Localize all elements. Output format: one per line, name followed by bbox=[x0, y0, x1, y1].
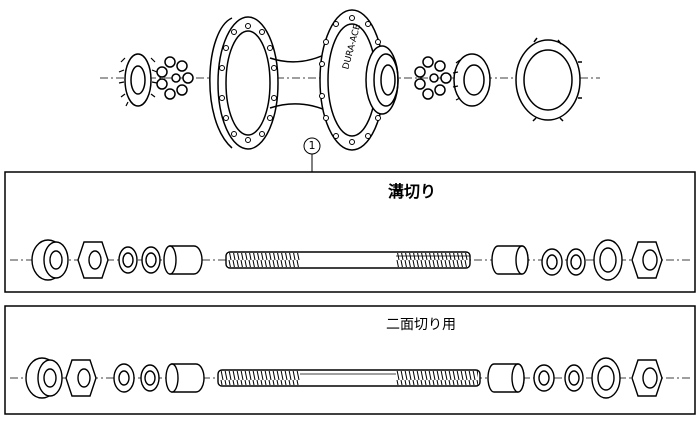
axle-2-icon bbox=[217, 369, 481, 387]
p2-locknut-right-icon bbox=[591, 357, 621, 399]
p1-nut-left-icon bbox=[77, 241, 109, 279]
p1-washer-4-icon bbox=[566, 248, 586, 276]
p1-cone-left-icon bbox=[163, 245, 203, 275]
p1-nut-right-icon bbox=[631, 241, 663, 279]
panel-2-label: 二面切り用 bbox=[386, 317, 456, 333]
p1-washer-2-icon bbox=[141, 246, 161, 274]
p2-nut-left-icon bbox=[65, 359, 97, 397]
callout-number: 1 bbox=[308, 139, 316, 152]
p1-washer-1-icon bbox=[118, 246, 138, 274]
p1-locknut-left-icon bbox=[31, 239, 69, 281]
lock-ring-icon bbox=[515, 37, 582, 122]
p1-washer-3-icon bbox=[541, 248, 563, 276]
panel-2-parts bbox=[25, 357, 663, 399]
p2-cone-left-icon bbox=[165, 363, 205, 393]
panel-1-frame bbox=[4, 171, 696, 293]
p2-washer-3-icon bbox=[533, 364, 555, 392]
p2-nut-right-icon bbox=[631, 359, 663, 397]
p1-cone-right-icon bbox=[491, 245, 529, 275]
right-cone-icon bbox=[452, 53, 491, 107]
p2-locknut-left-icon bbox=[25, 357, 63, 399]
left-cone-icon bbox=[118, 53, 158, 107]
axle-icon bbox=[225, 251, 471, 269]
right-ball-bearings-icon bbox=[414, 56, 452, 100]
p2-cone-right-icon bbox=[487, 363, 525, 393]
p2-washer-2-icon bbox=[140, 364, 160, 392]
p2-washer-4-icon bbox=[564, 364, 584, 392]
left-ball-bearings-icon bbox=[156, 56, 194, 100]
panel-2-frame bbox=[4, 305, 696, 415]
hub-assembly: DURA-ACE bbox=[100, 9, 600, 172]
panel-1-label: 溝切り bbox=[388, 182, 437, 201]
p2-washer-1-icon bbox=[113, 363, 135, 393]
panel-1-parts bbox=[31, 239, 663, 281]
p1-locknut-right-icon bbox=[593, 239, 623, 281]
hub-shell-icon: DURA-ACE bbox=[209, 9, 399, 151]
